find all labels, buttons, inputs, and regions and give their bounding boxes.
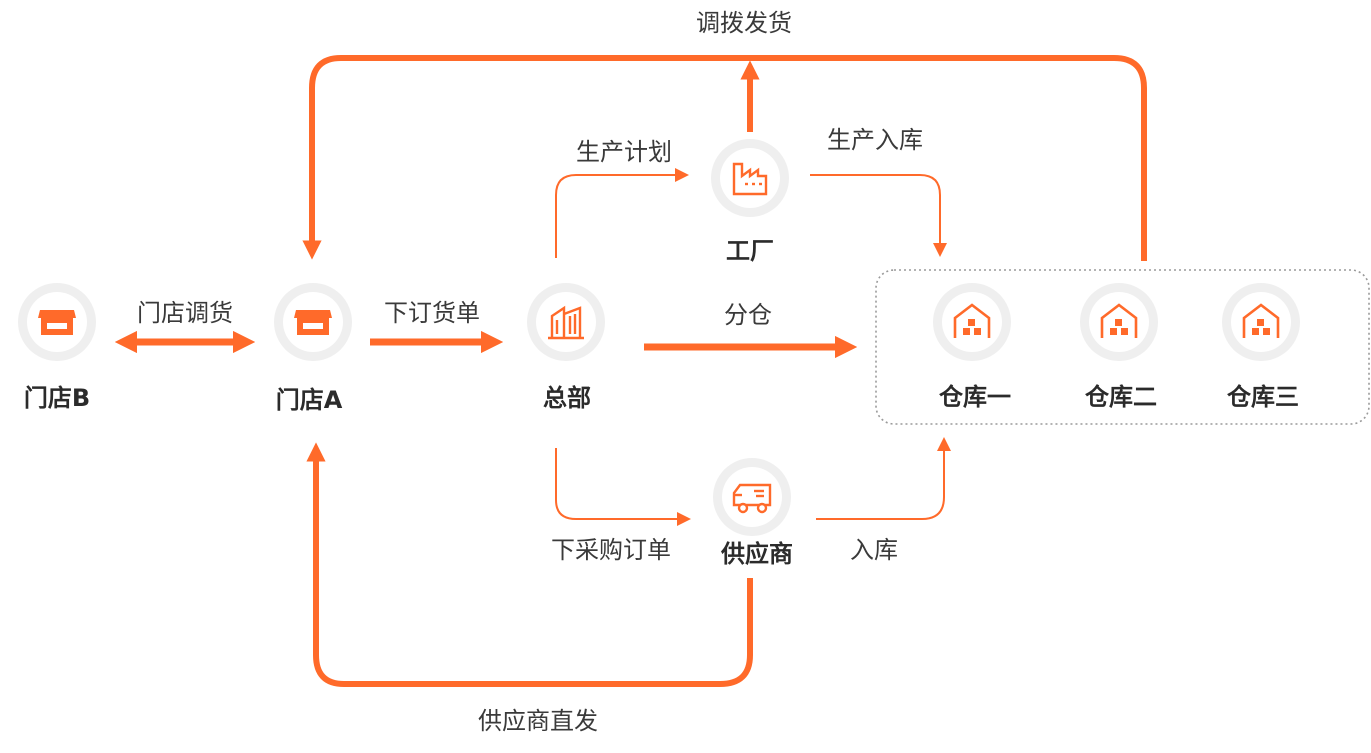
delivery-truck-icon bbox=[732, 483, 772, 514]
store-b-label: 门店B bbox=[23, 384, 91, 412]
place-order-label: 下订货单 bbox=[384, 299, 480, 327]
store-b-node bbox=[18, 283, 96, 361]
factory-label: 工厂 bbox=[726, 237, 774, 265]
transfer-ship-arrow bbox=[302, 55, 1147, 261]
office-building-icon bbox=[548, 305, 584, 340]
distribute-label: 分仓 bbox=[724, 301, 772, 329]
purchase-order-label: 下采购订单 bbox=[551, 536, 671, 564]
storefront-icon bbox=[38, 310, 76, 335]
store-a-label: 门店A bbox=[275, 386, 343, 414]
production-plan-arrow bbox=[555, 168, 689, 258]
factory-node bbox=[711, 139, 789, 217]
production-inbound-label: 生产入库 bbox=[827, 126, 923, 154]
warehouse-2-node bbox=[1080, 283, 1158, 361]
inbound-arrow bbox=[816, 437, 951, 520]
warehouse-2-label: 仓库二 bbox=[1085, 383, 1157, 411]
storefront-icon bbox=[294, 310, 332, 335]
warehouse-icon bbox=[1242, 303, 1280, 338]
supplier-direct-label: 供应商直发 bbox=[478, 707, 598, 735]
purchase-order-arrow bbox=[555, 448, 691, 526]
warehouse-3-node bbox=[1222, 283, 1300, 361]
warehouse-3-label: 仓库三 bbox=[1227, 383, 1299, 411]
supplier-label: 供应商 bbox=[721, 540, 793, 568]
warehouse-group-box bbox=[875, 269, 1370, 425]
warehouse-1-node bbox=[933, 283, 1011, 361]
hq-node bbox=[527, 283, 605, 361]
store-transfer-label: 门店调货 bbox=[137, 299, 233, 327]
warehouse-1-label: 仓库一 bbox=[939, 383, 1011, 411]
store-a-node bbox=[274, 283, 352, 361]
warehouse-icon bbox=[1100, 303, 1138, 338]
inbound-label: 入库 bbox=[850, 536, 898, 564]
transfer-ship-label: 调拨发货 bbox=[696, 9, 792, 37]
supplier-direct-arrow bbox=[306, 442, 753, 687]
warehouse-icon bbox=[953, 303, 991, 338]
supplier-node bbox=[713, 458, 791, 536]
production-inbound-arrow bbox=[810, 174, 947, 257]
production-plan-label: 生产计划 bbox=[576, 138, 672, 166]
hq-label: 总部 bbox=[543, 384, 591, 412]
factory-icon bbox=[732, 162, 768, 196]
